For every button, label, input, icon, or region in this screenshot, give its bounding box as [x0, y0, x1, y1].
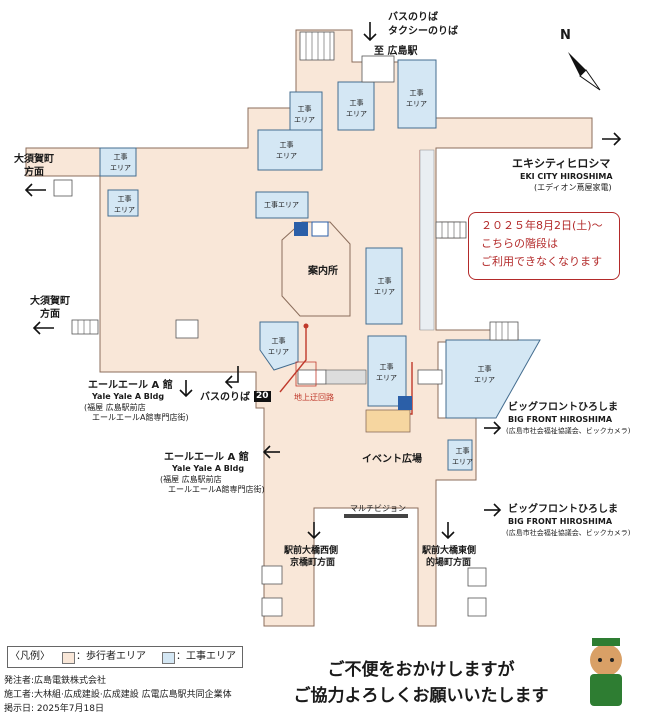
south-east-line2: 的場町方面	[426, 558, 472, 568]
legend-title: 〈凡例〉	[10, 651, 50, 662]
ekicity-sub: (エディオン蔦屋家電)	[534, 183, 612, 192]
notice-line-2: こちらの階段は	[481, 237, 558, 250]
south-west-line2: 京橋町方面	[290, 558, 336, 568]
stair-closure-notice: ２０２５年8月2日(土)〜 こちらの階段は ご利用できなくなります	[468, 212, 620, 280]
apology-line-2: ご協力よろしくお願いいたします	[293, 686, 549, 706]
construction-label-10: 工事 エリア	[376, 363, 397, 382]
construction-label-8: 工事 エリア	[374, 277, 395, 296]
south-east-line1: 駅前大橋東側	[422, 546, 477, 556]
legend: 〈凡例〉 ：歩行者エリア ：工事エリア	[7, 646, 243, 668]
bigfront-1-en: BIG FRONT HIROSHIMA	[508, 415, 613, 424]
to-hiroshima-station-label: 至 広島駅	[374, 46, 418, 57]
construction-area-12	[447, 439, 473, 471]
construction-areas	[99, 59, 541, 471]
compass-icon	[568, 52, 601, 91]
apology-line-1: ご不便をおかけしますが	[327, 660, 515, 680]
construction-label-1: 工事 エリア	[294, 105, 315, 124]
wheelchair-icon	[294, 222, 308, 236]
notice-line-1: ２０２５年8月2日(土)〜	[481, 219, 603, 232]
bus-stop-label: バスのりば	[200, 392, 250, 403]
bigfront-2-en: BIG FRONT HIROSHIMA	[508, 517, 613, 526]
yale-1-name: エールエール A 館	[88, 380, 173, 391]
construction-label-4: 工事 エリア	[276, 141, 297, 160]
compass-north-label: N	[560, 28, 571, 43]
bigfront-2-sub: (広島市社会福祉協議会、ビックカメラ)	[506, 529, 631, 537]
construction-area-8	[365, 247, 403, 325]
west-exit-2-sub: 方面	[40, 309, 60, 320]
construction-area-5	[99, 147, 137, 177]
west-exit-2-name: 大須賀町	[30, 296, 70, 307]
yale-1-en: Yale Yale A Bldg	[92, 392, 165, 401]
multivision-label: マルチビジョン	[350, 504, 406, 513]
notice-line-3: ご利用できなくなります	[481, 255, 602, 268]
legend-pedestrian-label: ：歩行者エリア	[76, 651, 146, 662]
restroom-icon	[311, 221, 329, 237]
ekicity-name: エキシティヒロシマ	[512, 157, 611, 170]
bus-stop-number: 20	[254, 391, 271, 402]
construction-label-9: 工事 エリア	[268, 337, 289, 356]
legend-pedestrian-swatch	[62, 652, 75, 664]
info-desk-label: 案内所	[308, 266, 338, 277]
footer-orderer: 発注者:広島電鉄株式会社	[4, 676, 107, 686]
footer-posted: 掲示日: 2025年7月18日	[4, 704, 104, 714]
taxi-stop-label-top: タクシーのりば	[388, 26, 458, 37]
construction-label-5: 工事 エリア	[110, 153, 131, 172]
bus-stop-label-top: バスのりば	[388, 12, 438, 23]
construction-area-9	[259, 321, 299, 371]
legend-construction-swatch	[162, 652, 175, 664]
multivision-bar	[344, 514, 408, 518]
south-west-line1: 駅前大橋西側	[284, 546, 339, 556]
yale-1-sub2: エールエールA館専門店街)	[92, 413, 189, 422]
mascot-icon	[590, 638, 622, 706]
info-desk	[281, 221, 351, 317]
detour-stair-block	[365, 409, 411, 433]
construction-area-3	[397, 59, 437, 129]
construction-area-7	[255, 191, 309, 219]
construction-area-6	[107, 189, 139, 217]
yale-2-name: エールエール A 館	[164, 452, 249, 463]
yale-2-sub1: (福屋 広島駅前店	[160, 475, 222, 484]
route-start-dot	[303, 323, 309, 329]
construction-label-3: 工事 エリア	[406, 89, 427, 108]
yale-1-sub1: (福屋 広島駅前店	[84, 403, 146, 412]
construction-area-4	[257, 129, 323, 171]
escalator	[325, 369, 367, 385]
construction-label-12: 工事 エリア	[452, 447, 473, 466]
bigfront-1-sub: (広島市社会福祉協議会、ビックカメラ)	[506, 427, 631, 435]
direction-arrows	[24, 22, 622, 540]
closed-stair-area	[419, 149, 435, 331]
west-exit-1-sub: 方面	[24, 167, 44, 178]
legend-construction-label: ：工事エリア	[176, 651, 236, 662]
elevator-wheelchair-icon	[398, 396, 412, 410]
footer-contractor: 施工者:大林組·広成建設·広成建設 広電広島駅共同企業体	[4, 690, 232, 700]
bigfront-2-name: ビッグフロントひろしま	[508, 504, 618, 515]
construction-area-10	[367, 335, 407, 407]
construction-label-6: 工事 エリア	[114, 195, 135, 214]
construction-area-2	[337, 81, 375, 131]
yale-2-en: Yale Yale A Bldg	[172, 464, 245, 473]
west-exit-1-name: 大須賀町	[14, 154, 54, 165]
construction-label-11: 工事 エリア	[474, 365, 495, 384]
yale-2-sub2: エールエールA館専門店街)	[168, 485, 265, 494]
construction-label-7: 工事エリア	[264, 201, 299, 209]
construction-label-2: 工事 エリア	[346, 99, 367, 118]
stairs	[53, 31, 519, 617]
underground-route-label: 地上迂回路	[294, 393, 334, 402]
event-plaza-label: イベント広場	[362, 454, 422, 465]
ekicity-en: EKI CITY HIROSHIMA	[520, 172, 613, 181]
bigfront-1-name: ビッグフロントひろしま	[508, 402, 618, 413]
